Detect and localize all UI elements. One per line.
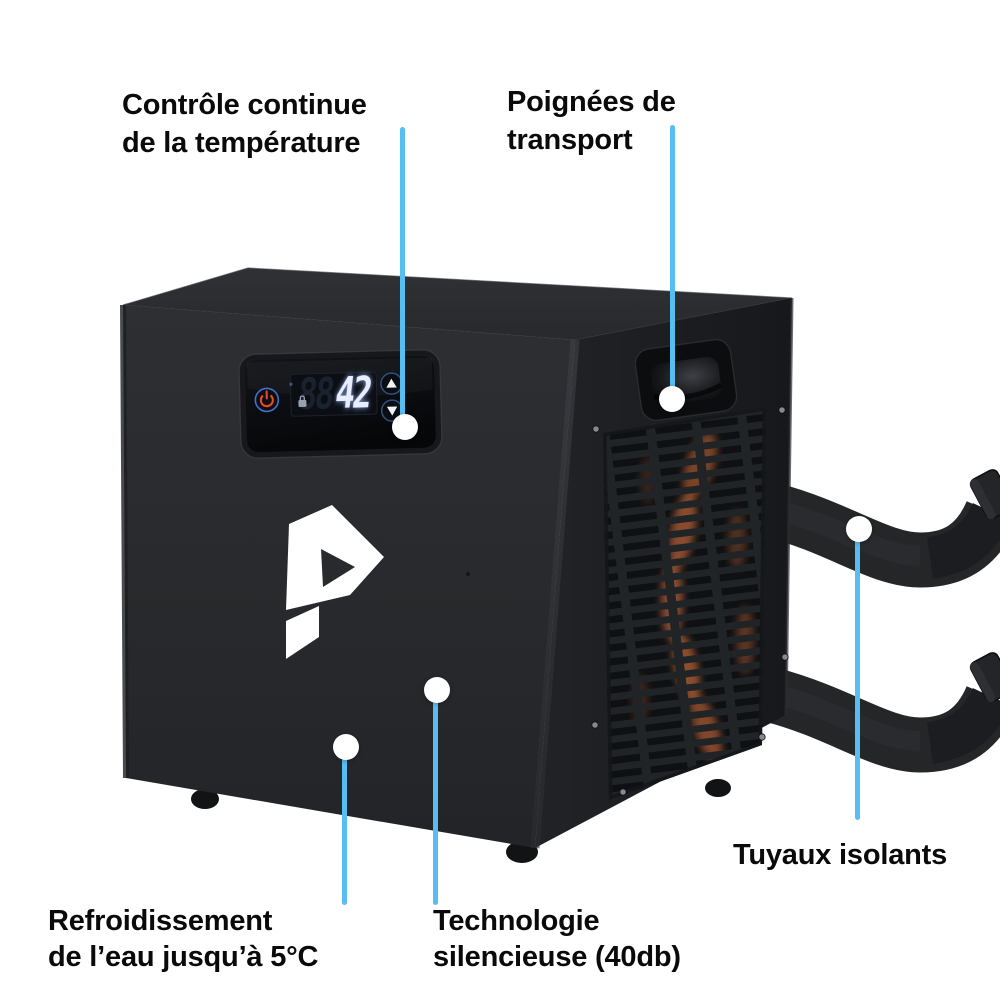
hose-fitting-top	[969, 469, 1000, 520]
hose-fitting-bottom	[969, 652, 1000, 703]
label-line: de la température	[122, 127, 361, 159]
label-line: Technologie	[433, 905, 600, 937]
label-temperature-control: Contrôle continue de la température	[122, 86, 367, 162]
label-water-cooling: Refroidissement de l’eau jusqu’à 5°C	[48, 903, 318, 975]
callout-dot-handles	[659, 386, 685, 412]
control-panel: 88 42	[238, 349, 443, 459]
callout-dot-cooling	[333, 734, 359, 760]
brand-logo-p	[286, 505, 384, 659]
label-line: Contrôle continue	[122, 89, 367, 121]
temp-up-button	[380, 372, 403, 395]
callout-line-hoses	[855, 535, 860, 820]
temperature-display: 88 42	[289, 368, 378, 420]
callout-line-handles	[670, 125, 675, 393]
label-line: transport	[507, 124, 633, 156]
callout-line-temperature	[400, 127, 405, 419]
insulated-hoses	[764, 469, 1000, 773]
degree-indicator-icon	[289, 382, 293, 386]
power-button	[254, 387, 280, 413]
display-ghost-digits: 88	[295, 369, 336, 420]
callout-dot-hoses	[846, 516, 872, 542]
callout-dot-temperature	[392, 414, 418, 440]
triangle-down-icon	[386, 406, 398, 416]
label-line: Refroidissement	[48, 905, 273, 937]
screws	[591, 406, 789, 796]
vent-grille	[603, 407, 766, 800]
transport-handle	[634, 338, 738, 422]
label-line: de l’eau jusqu’à 5°C	[48, 941, 319, 973]
label-line: silencieuse (40db)	[433, 941, 681, 973]
triangle-up-icon	[386, 378, 397, 388]
front-pinhole	[466, 572, 470, 576]
callout-line-silent	[433, 696, 438, 905]
callout-dot-silent	[424, 677, 450, 703]
lock-icon	[298, 395, 307, 408]
display-temperature-value: 42	[333, 368, 374, 419]
callout-line-cooling	[342, 753, 347, 905]
label-silent-technology: Technologie silencieuse (40db)	[433, 903, 681, 975]
power-icon	[259, 390, 274, 408]
label-insulated-hoses: Tuyaux isolants	[733, 836, 947, 874]
top-face	[123, 268, 792, 340]
label-line: Poignées de	[507, 86, 676, 118]
label-line: Tuyaux isolants	[733, 839, 948, 871]
label-transport-handles: Poignées de transport	[507, 83, 676, 159]
